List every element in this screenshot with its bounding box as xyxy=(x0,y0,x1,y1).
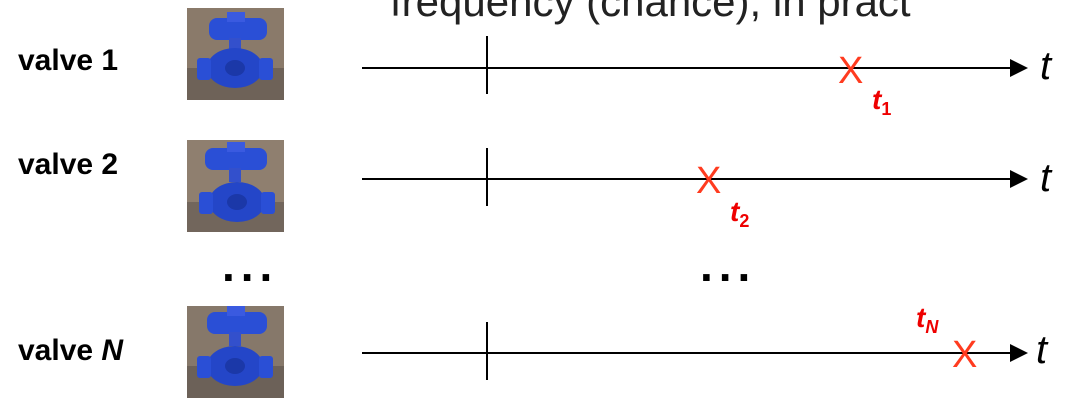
ellipsis-valves: ... xyxy=(222,239,279,291)
valve-label-prefix: valve xyxy=(18,148,94,181)
ellipsis-timelines: ... xyxy=(700,239,757,291)
valve-label-prefix: valve xyxy=(18,334,94,367)
failure-time-symbol: t xyxy=(872,84,882,115)
valve-photo-icon xyxy=(187,306,284,398)
failure-n-time-label: tN xyxy=(916,302,938,338)
failure-2-marker: X xyxy=(696,160,722,202)
header-text: frequency (chance), in pract xyxy=(390,0,911,25)
timeline-1-arrowhead xyxy=(1010,59,1028,77)
valve-2-label: valve 2 xyxy=(18,148,118,182)
timeline-2-axis xyxy=(362,178,1012,180)
failure-2-time-label: t2 xyxy=(730,196,749,232)
timeline-2-arrowhead xyxy=(1010,170,1028,188)
timeline-n-arrowhead xyxy=(1010,344,1028,362)
valve-n-photo xyxy=(187,306,284,398)
failure-time-symbol: t xyxy=(730,196,740,227)
failure-time-subscript: 2 xyxy=(739,211,750,231)
valve-1-label: valve 1 xyxy=(18,44,118,78)
valve-2-photo xyxy=(187,140,284,232)
valve-photo-icon xyxy=(187,140,284,232)
valve-label-index: 2 xyxy=(101,148,119,181)
timeline-n-axis xyxy=(362,352,1012,354)
valve-label-index: 1 xyxy=(101,44,119,77)
failure-time-subscript: N xyxy=(925,317,939,337)
valve-label-prefix: valve xyxy=(18,44,94,77)
failure-1-marker: X xyxy=(838,50,864,92)
failure-n-marker: X xyxy=(952,334,978,376)
timeline-n-t-label: t xyxy=(1036,328,1048,372)
failure-1-time-label: t1 xyxy=(872,84,891,120)
failure-time-subscript: 1 xyxy=(881,99,892,119)
valve-1-photo xyxy=(187,8,284,100)
timeline-n-start-tick xyxy=(486,322,488,380)
valve-label-index: N xyxy=(101,334,124,367)
timeline-2-t-label: t xyxy=(1040,156,1052,200)
valve-n-label: valve N xyxy=(18,334,123,368)
timeline-1-axis xyxy=(362,67,1012,69)
failure-time-symbol: t xyxy=(916,302,926,333)
valve-photo-icon xyxy=(187,8,284,100)
timeline-2-start-tick xyxy=(486,148,488,206)
timeline-1-t-label: t xyxy=(1040,44,1052,88)
timeline-1-start-tick xyxy=(486,36,488,94)
